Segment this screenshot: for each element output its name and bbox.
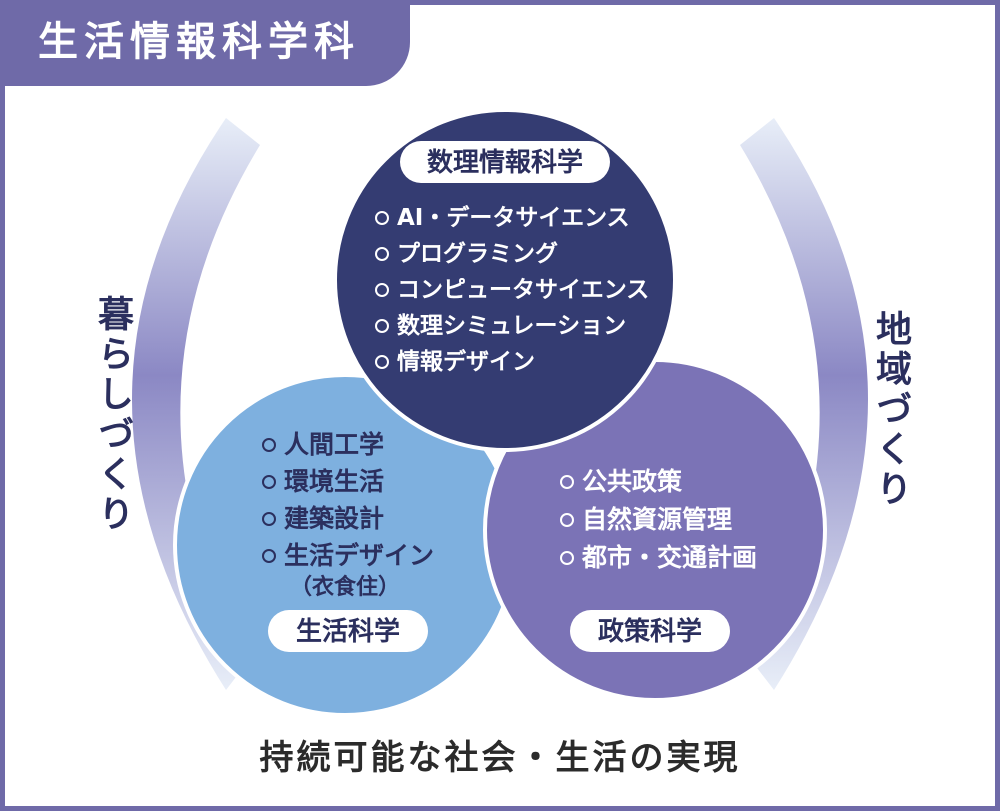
list-item: コンピュータサイエンス xyxy=(375,272,649,308)
right-arc-label: 地域づくり xyxy=(870,310,911,510)
list-item: 都市・交通計画 xyxy=(560,539,757,577)
circle-bullet-icon xyxy=(262,437,276,452)
list-item: 生活デザイン xyxy=(262,537,434,574)
circle-bullet-icon xyxy=(262,511,276,526)
list-item: 数理シミュレーション xyxy=(375,308,649,344)
left-circle-label-pill xyxy=(268,610,428,652)
circle-bullet-icon xyxy=(560,551,574,565)
right-circle-items: 公共政策 自然資源管理 都市・交通計画 xyxy=(560,463,757,577)
top-circle-label-pill xyxy=(400,141,610,183)
top-circle-items: AI・データサイエンス プログラミング コンピュータサイエンス 数理シミュレーシ… xyxy=(375,200,649,380)
left-circle-label: 生活科学 xyxy=(296,616,400,647)
circle-bullet-icon xyxy=(375,319,389,333)
list-item: 環境生活 xyxy=(262,463,434,500)
title-tab: 生活情報科学科 xyxy=(0,0,410,86)
circle-bullet-icon xyxy=(375,355,389,369)
circle-bullet-icon xyxy=(560,475,574,489)
list-item: AI・データサイエンス xyxy=(375,200,649,236)
top-circle-label: 数理情報科学 xyxy=(427,147,583,178)
list-item-note: （衣食住） xyxy=(290,575,401,600)
list-item: 建築設計 xyxy=(262,500,434,537)
right-circle-label-pill xyxy=(570,610,730,652)
left-circle-items: 人間工学 環境生活 建築設計 生活デザイン （衣食住） xyxy=(262,426,434,602)
list-item: 人間工学 xyxy=(262,426,434,463)
right-circle-label: 政策科学 xyxy=(598,616,702,647)
right-arc xyxy=(740,118,868,690)
list-item: プログラミング xyxy=(375,236,649,272)
page-title: 生活情報科学科 xyxy=(38,19,360,65)
left-arc-label: 暮らしづくり xyxy=(92,295,133,535)
circle-bullet-icon xyxy=(262,548,276,563)
list-item: 情報デザイン xyxy=(375,344,649,380)
circle-bullet-icon xyxy=(375,211,389,225)
circle-bullet-icon xyxy=(375,247,389,261)
top-circle xyxy=(333,108,677,452)
circle-bullet-icon xyxy=(262,474,276,489)
circle-bullet-icon xyxy=(560,513,574,527)
circle-bullet-icon xyxy=(375,283,389,297)
footer-statement: 持続可能な社会・生活の実現 xyxy=(259,738,741,778)
list-item: 自然資源管理 xyxy=(560,501,757,539)
left-arc xyxy=(132,118,260,690)
list-item: 公共政策 xyxy=(560,463,757,501)
